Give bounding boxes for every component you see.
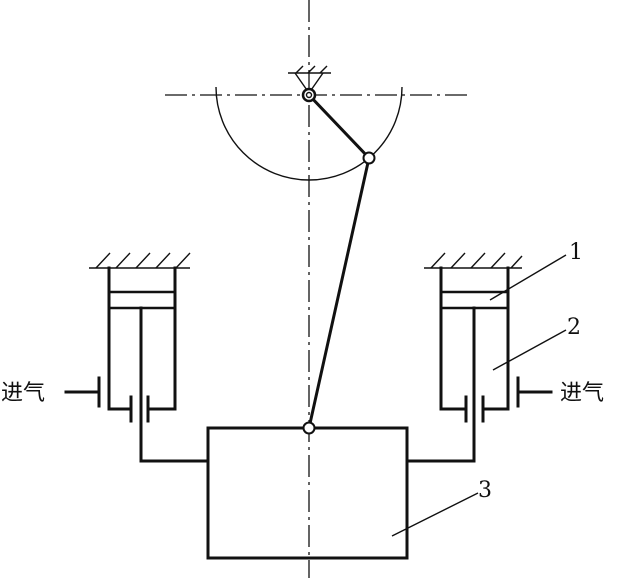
crank-path-arc: [215, 86, 403, 181]
rod-box-joint: [302, 421, 316, 435]
leader-line-1: [489, 254, 567, 301]
inlet-label-left: 进气: [1, 381, 45, 406]
crank-pin-joint: [362, 151, 376, 165]
top-pivot-support: [288, 65, 331, 94]
left-cylinder: [64, 252, 191, 427]
valve-box: [206, 426, 409, 560]
part-label-3: 3: [478, 478, 492, 503]
leader-line-3: [391, 492, 479, 537]
right-pipe: [405, 423, 476, 463]
part-label-1: 1: [569, 240, 583, 265]
center-lines: [165, 0, 468, 578]
part-label-2: 2: [567, 315, 581, 340]
top-pivot-inner: [305, 91, 313, 99]
inlet-label-right: 进气: [560, 381, 604, 406]
connecting-rod: [307, 156, 371, 430]
leader-line-2: [492, 329, 567, 371]
right-piston: [439, 290, 510, 310]
crank-arm: [306, 92, 372, 161]
right-cylinder: [424, 252, 553, 427]
left-piston: [107, 290, 177, 310]
left-pipe: [139, 423, 210, 463]
